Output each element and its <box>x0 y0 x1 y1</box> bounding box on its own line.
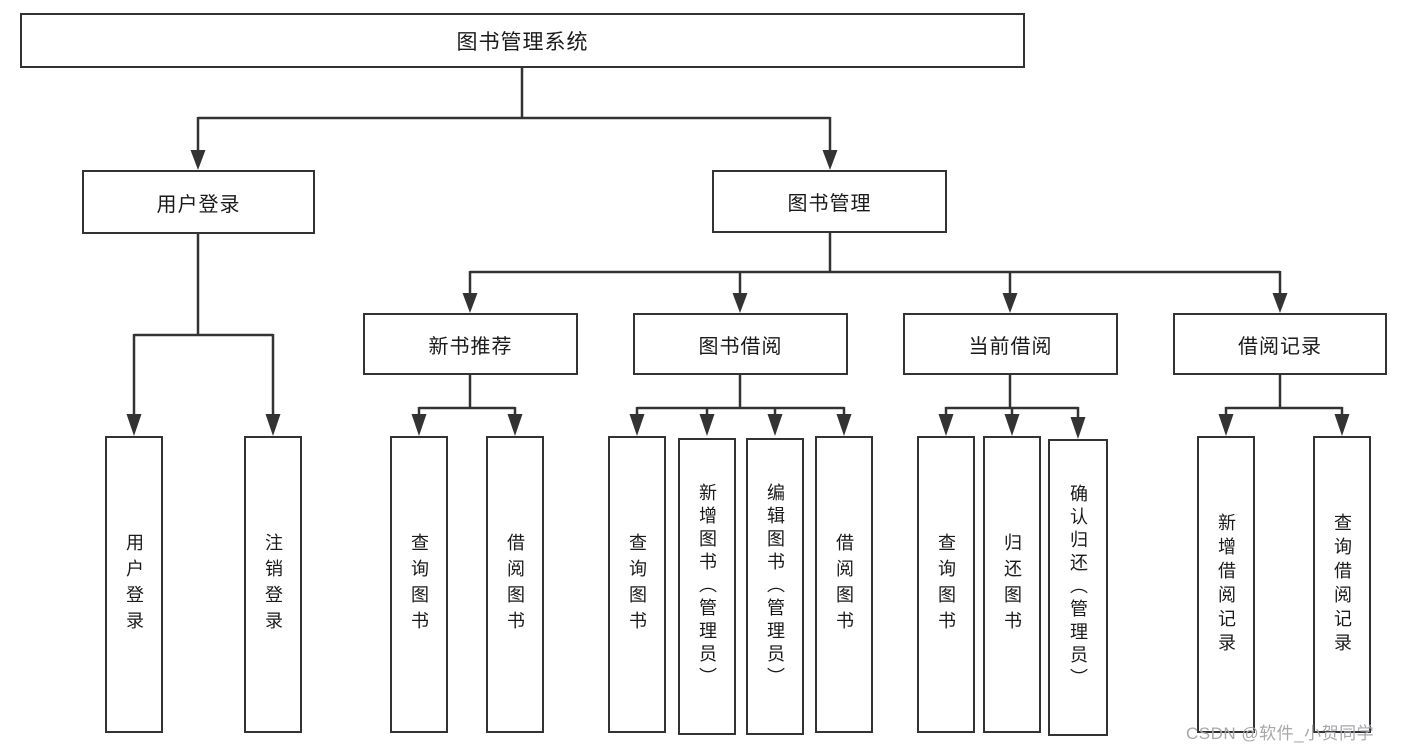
leaf-record-add: 新增借阅记录 <box>1197 436 1255 733</box>
edges-book-mgmt <box>462 233 1288 313</box>
node-new-book-recommend: 新书推荐 <box>363 313 578 375</box>
node-book-borrow: 图书借阅 <box>633 313 848 375</box>
edges-record <box>1218 375 1350 436</box>
edges-root <box>190 68 838 170</box>
node-current-borrow: 当前借阅 <box>903 313 1118 375</box>
leaf-record-query: 查询借阅记录 <box>1313 436 1371 733</box>
leaf-current-confirm-return-admin: 确认归还（管理员） <box>1048 439 1108 736</box>
edges-current <box>938 375 1086 439</box>
leaf-recommend-query-book: 查询图书 <box>390 436 448 733</box>
leaf-user-login: 用户登录 <box>105 436 163 733</box>
node-user-login: 用户登录 <box>82 170 315 234</box>
leaf-borrow-edit-book-admin: 编辑图书（管理员） <box>746 438 804 735</box>
leaf-logout: 注销登录 <box>244 436 302 733</box>
leaf-current-query-book: 查询图书 <box>917 436 975 733</box>
csdn-watermark: CSDN @软件_小贺同学 <box>1186 724 1375 743</box>
leaf-recommend-borrow-book: 借阅图书 <box>486 436 544 733</box>
leaf-borrow-query-book: 查询图书 <box>608 436 666 733</box>
node-book-management: 图书管理 <box>712 170 947 233</box>
node-root: 图书管理系统 <box>20 13 1025 68</box>
edges-recommend <box>411 375 523 436</box>
leaf-current-return-book: 归还图书 <box>983 436 1041 733</box>
edges-user-login <box>126 234 281 436</box>
leaf-borrow-borrow-book: 借阅图书 <box>815 436 873 733</box>
node-borrow-record: 借阅记录 <box>1173 313 1387 375</box>
edges-borrow <box>629 375 852 436</box>
leaf-borrow-add-book-admin: 新增图书（管理员） <box>678 438 736 735</box>
